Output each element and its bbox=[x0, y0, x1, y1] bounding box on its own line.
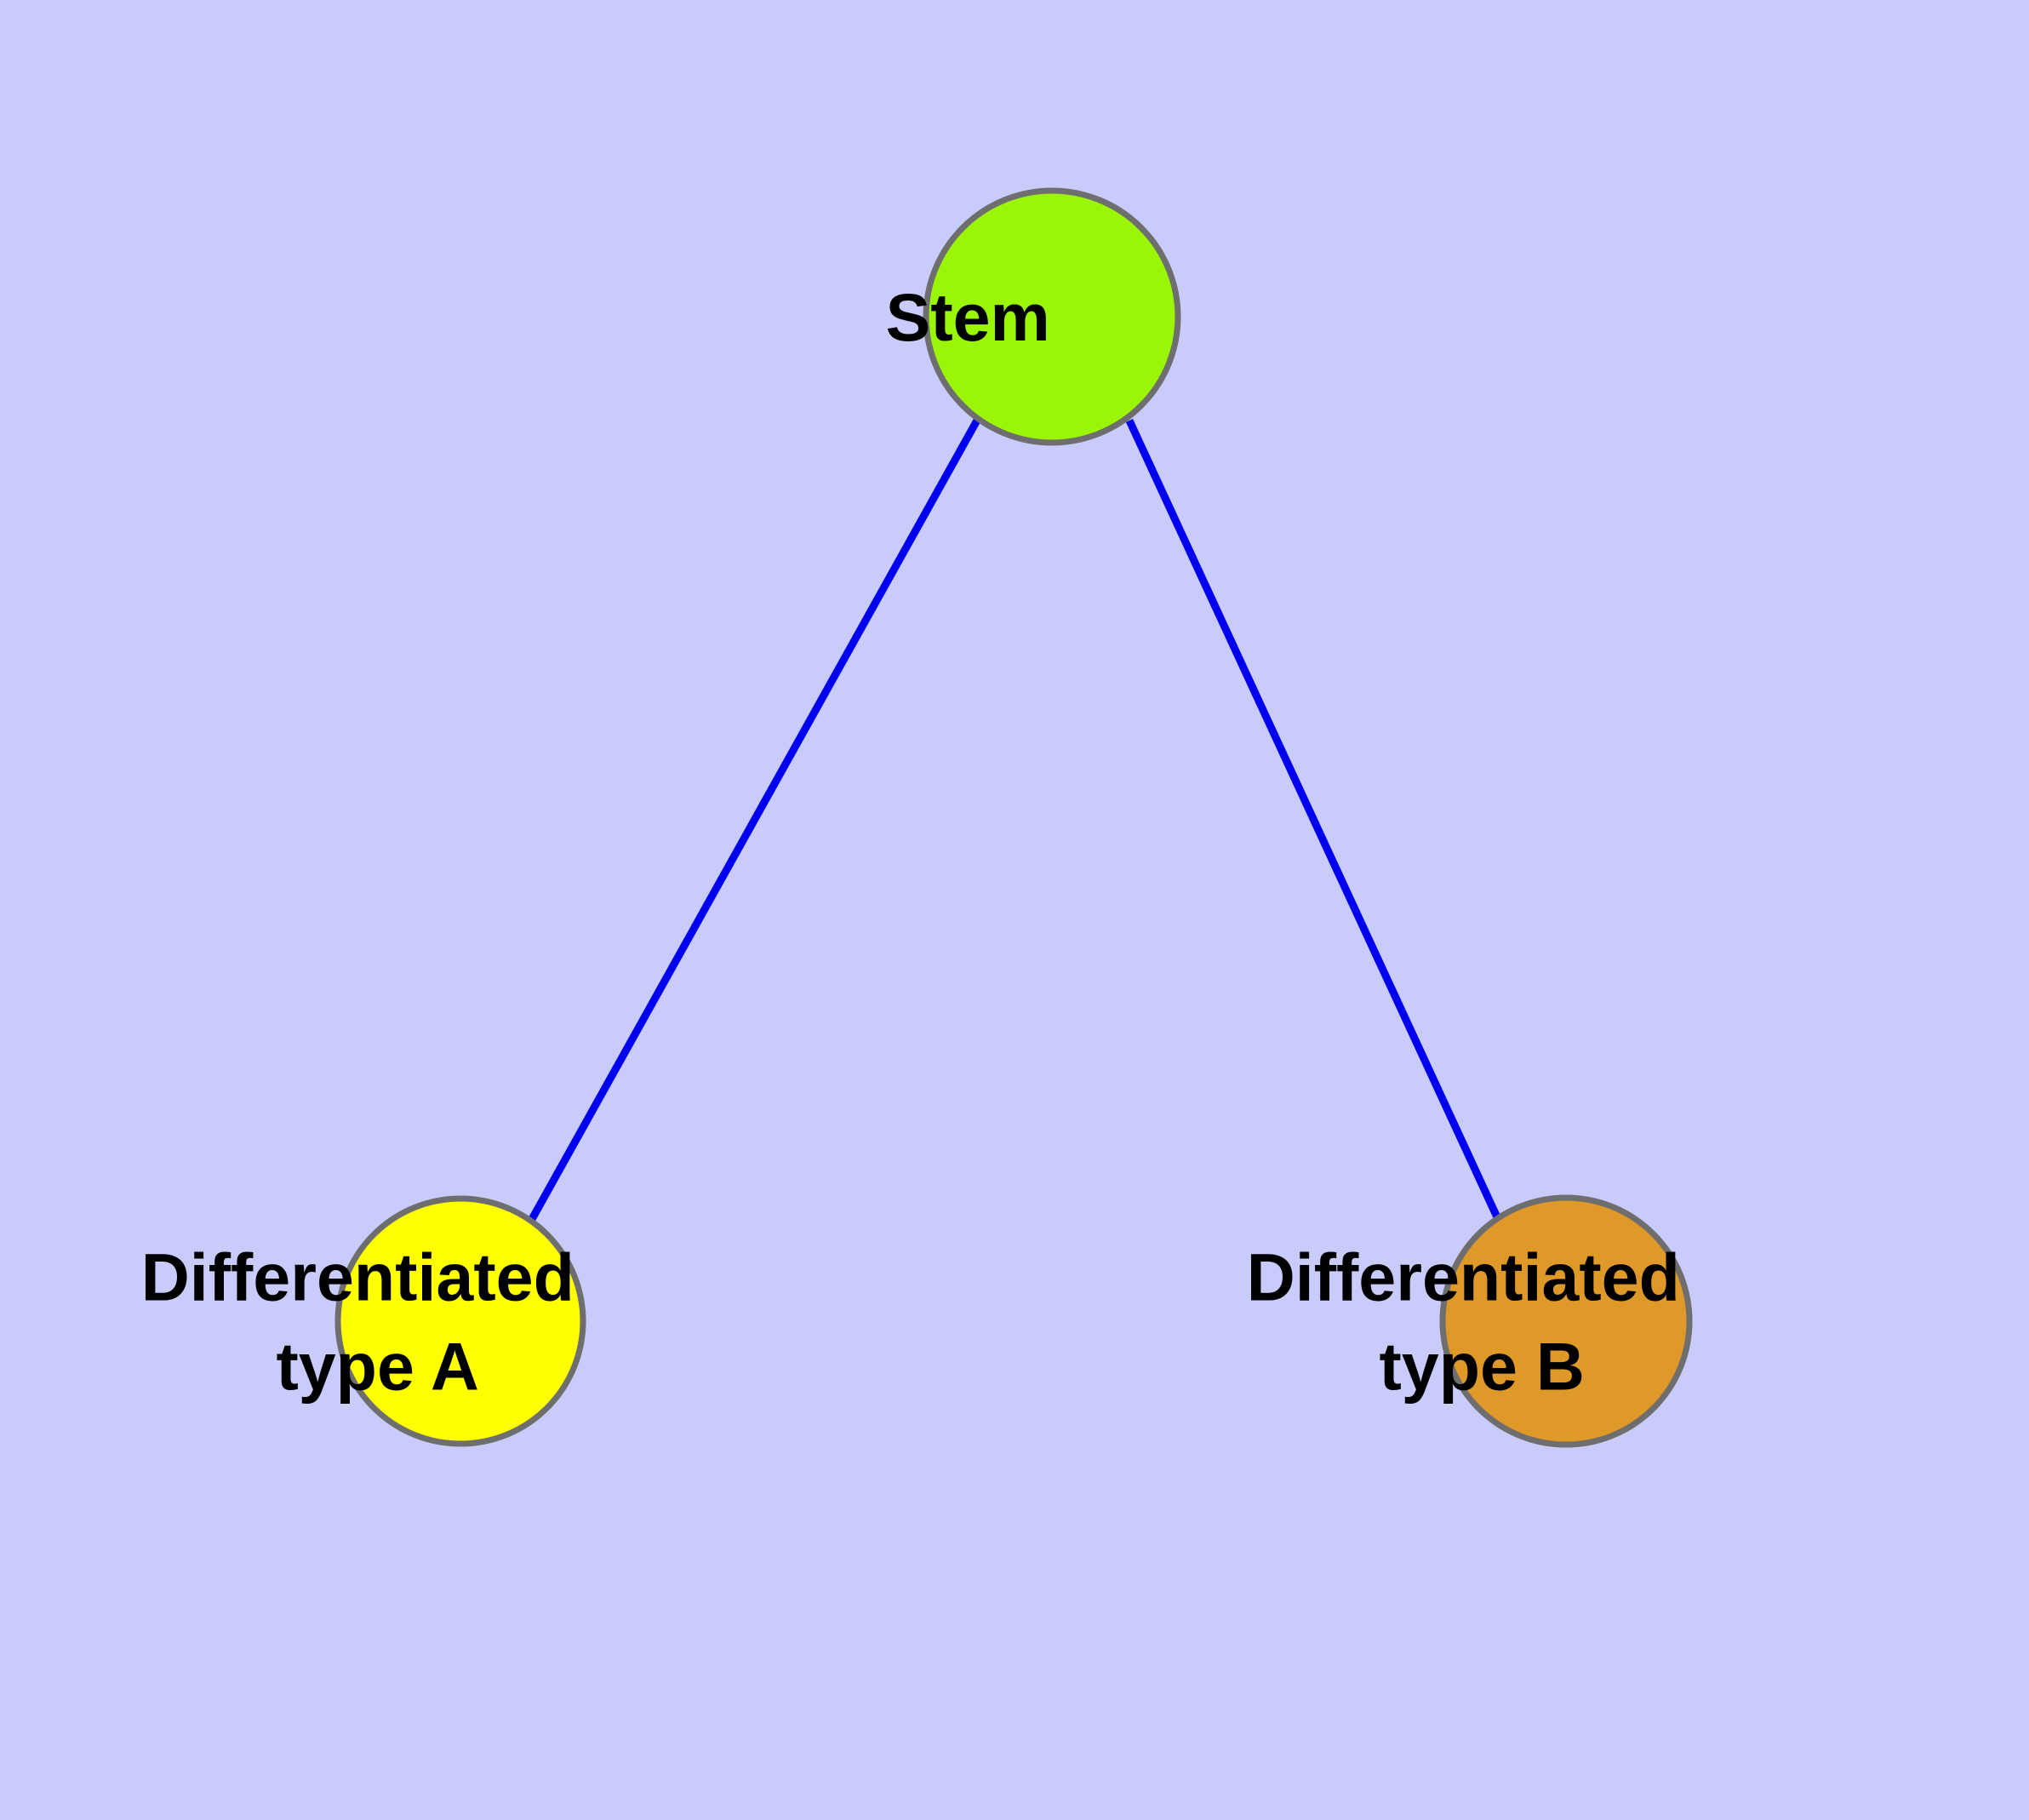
node-stem[interactable]: Stem bbox=[0, 0, 1218, 446]
node-diff-type-b-label-line-1: Differentiated bbox=[1247, 1239, 1680, 1315]
edge-stem-to-type-a[interactable] bbox=[528, 416, 981, 1223]
node-diff-type-a-label-line-1: Differentiated bbox=[141, 1239, 574, 1315]
node-diff-type-a-label: Differentiated type A bbox=[0, 0, 780, 1405]
nodes-layer: Stem Differentiated type A Differentiate… bbox=[0, 0, 1885, 1448]
node-stem-label: Stem bbox=[0, 0, 1218, 355]
edges-layer bbox=[528, 416, 1502, 1223]
edge-stem-to-type-b[interactable] bbox=[1125, 419, 1502, 1221]
node-diff-type-b[interactable]: Differentiated type B bbox=[0, 0, 1885, 1448]
node-diff-type-b-label: Differentiated type B bbox=[1247, 1239, 1680, 1405]
node-diff-type-a[interactable]: Differentiated type A bbox=[0, 0, 780, 1447]
node-diff-type-b-circle[interactable] bbox=[1439, 1194, 1693, 1448]
node-stem-label-line-1: Stem bbox=[886, 279, 1050, 355]
node-stem-circle[interactable] bbox=[923, 187, 1181, 446]
node-diff-type-a-circle[interactable] bbox=[334, 1195, 586, 1447]
node-diff-type-a-label-line-2: type A bbox=[276, 1329, 477, 1405]
node-diff-type-b-label-line-2: type B bbox=[1380, 1329, 1585, 1405]
